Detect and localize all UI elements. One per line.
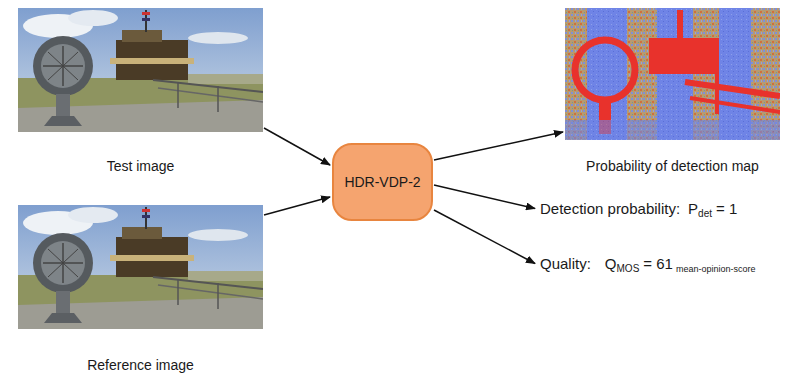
output-label: = 1 [716, 200, 737, 217]
output-text: Quality: QMOS= 61mean-opinion-score [540, 255, 755, 272]
test-photo [18, 8, 263, 132]
subscript-text: det [698, 208, 712, 219]
subscript-text: MOS [617, 263, 640, 274]
probability-map [565, 8, 780, 140]
image-node: Probability of detection map [565, 8, 780, 174]
output-text: Detection probability: Pdet = 1 [540, 200, 737, 217]
image-caption: Test image [18, 158, 263, 174]
process-box: HDR-VDP-2 [332, 143, 433, 221]
output-label: P [688, 200, 698, 217]
image-caption: Reference image [18, 357, 263, 373]
box-label: HDR-VDP-2 [344, 174, 420, 190]
arrow-connector [264, 197, 330, 215]
arrow-connector [434, 132, 563, 160]
image-node: Reference image [18, 205, 263, 373]
output-label: Q [605, 255, 617, 272]
arrow-connector [434, 210, 535, 264]
arrow-connector [264, 128, 330, 165]
output-label: Quality: [540, 255, 591, 272]
arrow-connector [434, 185, 535, 209]
output-label: Detection probability: [540, 200, 680, 217]
reference-photo [18, 205, 263, 329]
output-label: = 61 [643, 255, 673, 272]
image-node: Test image [18, 8, 263, 174]
subscript-text: mean-opinion-score [676, 264, 756, 274]
image-caption: Probability of detection map [565, 158, 780, 174]
